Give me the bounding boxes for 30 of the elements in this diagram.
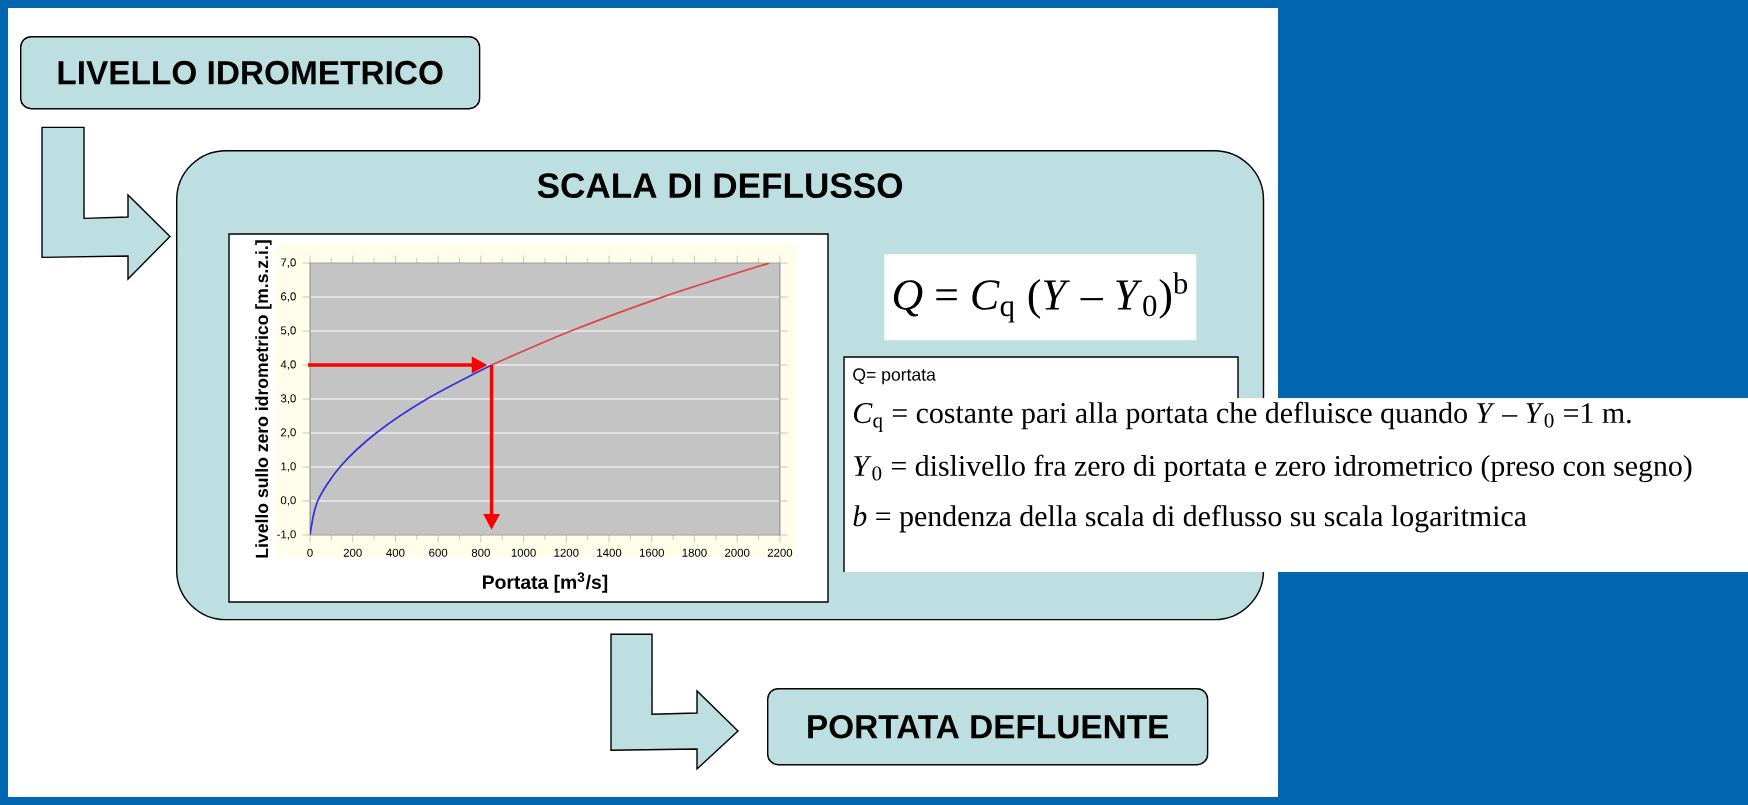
y-tick-label: 4,0 (280, 360, 296, 370)
y-tick-label: 6,0 (281, 292, 296, 302)
x-tick-label: 800 (471, 548, 490, 557)
label-box: LIVELLO IDROMETRICO (20, 36, 481, 110)
arrow (610, 633, 740, 771)
x-tick-label: 2000 (725, 548, 750, 557)
y-tick-label: 0,0 (280, 496, 296, 506)
x-tick-label: 1000 (511, 548, 536, 557)
x-tick-label: 1200 (554, 548, 579, 557)
y-tick-label: 3,0 (280, 394, 296, 404)
y-tick-label: 2,0 (281, 428, 296, 438)
x-tick-label: 0 (307, 548, 313, 557)
x-tick-label: 2200 (767, 548, 793, 557)
line-series (490, 263, 771, 366)
x-axis-title: Portata [m$^{3}$/s] (482, 572, 608, 593)
x-tick-label: 1400 (597, 548, 622, 557)
label-box: PORTATA DEFLUENTE (767, 688, 1209, 766)
y-axis-title: Livello sullo zero idrometrico [m.s.z.i.] (255, 240, 272, 558)
y-tick-label: 5,0 (280, 326, 296, 336)
x-tick-label: 600 (429, 548, 448, 557)
y-tick-label: -1,0 (277, 530, 296, 540)
y-tick-label: 1,0 (281, 462, 296, 472)
x-tick-label: 1600 (639, 548, 664, 557)
x-tick-label: 200 (343, 548, 362, 557)
y-tick-label: 7,0 (281, 258, 296, 268)
definition-box: Q= portata C$_{q}$ = costante pari alla portata che defluisce quando Y – Y$_{0}$ =1 m. Y$_{0}$ = dislivello fra zero di portata e zero idrometrico (preso con segno) b = pendenza della scala di deflusso su scala logaritmica (843, 356, 1748, 573)
formula-box: Q = C$_{q}$ (Y – Y$_{0}$)$^{b}$ (884, 254, 1197, 341)
arrow (41, 126, 171, 281)
x-tick-label: 1800 (682, 548, 707, 557)
x-tick-label: 400 (386, 548, 405, 557)
